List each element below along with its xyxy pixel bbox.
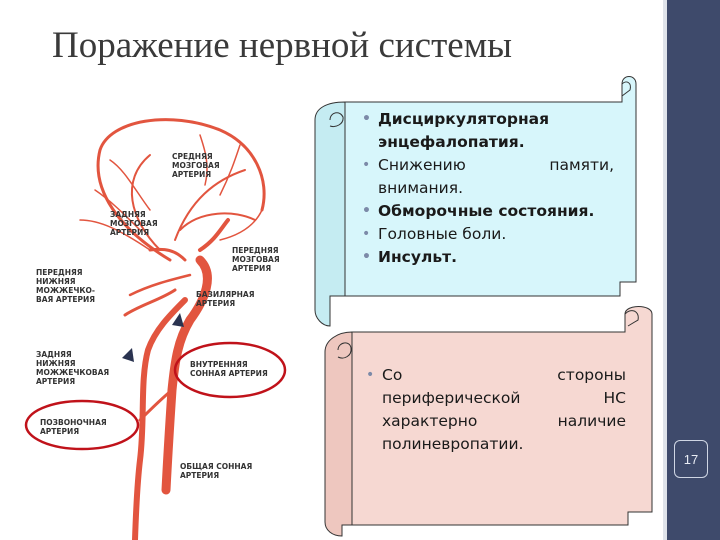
list-item: •Обморочные состояния. [358,200,614,223]
slide-title: Поражение нервной системы [52,25,512,66]
list-item: •Головные боли. [358,223,614,246]
bullet-icon: • [362,203,371,219]
bullet-icon: • [366,367,375,383]
top-scroll-shape [314,76,637,327]
list-item: •Инсульт. [358,246,614,269]
bullet-icon: • [362,157,371,173]
bullet-icon: • [362,249,371,265]
bullet-icon: • [362,226,371,242]
bottom-scroll-shape [324,306,653,537]
internal-carotid-highlight [173,341,287,399]
slide-number: 17 [674,440,708,478]
artery-diagram [24,118,287,540]
bullet-icon: • [362,111,371,127]
sidebar-edge [663,0,667,540]
vertebral-highlight [24,399,140,451]
sidebar-band [667,0,720,540]
